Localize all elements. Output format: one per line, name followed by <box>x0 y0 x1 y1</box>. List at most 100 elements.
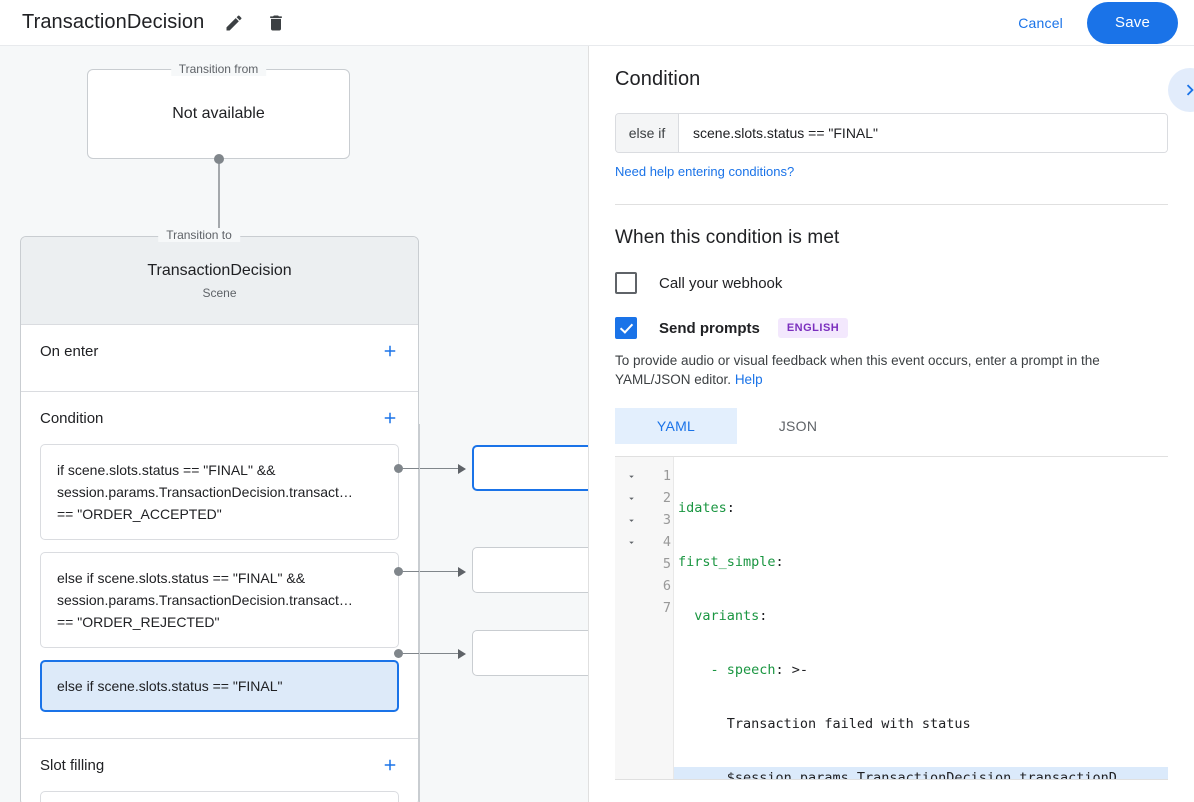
fold-toggle-icon[interactable] <box>615 509 648 531</box>
fold-toggle-icon[interactable] <box>615 487 648 509</box>
flow-canvas: Transition from Not available Transition… <box>0 46 588 802</box>
code-key: variants <box>694 608 760 624</box>
code-line-highlighted: $session.params.TransactionDecision.tran… <box>674 767 1168 779</box>
condition-input[interactable] <box>679 114 1167 152</box>
send-prompts-checkbox[interactable] <box>615 317 637 339</box>
connector-dot <box>394 649 403 658</box>
code-line: first_simple: <box>674 551 1168 573</box>
plus-icon[interactable] <box>378 753 402 777</box>
condition-list-item-selected[interactable]: else if scene.slots.status == "FINAL" <box>40 660 399 712</box>
code-line: Transaction failed with status <box>674 713 1168 735</box>
code-fold-gutter <box>615 457 648 779</box>
connector-line <box>403 468 460 469</box>
when-condition-met-section: When this condition is met Call your web… <box>589 205 1194 780</box>
fold-toggle-icon[interactable] <box>615 531 648 553</box>
yaml-code-editor[interactable]: 1 2 3 4 5 6 7 idates: first_simple: vari… <box>615 456 1168 780</box>
transition-target-box[interactable] <box>472 445 588 491</box>
section-header-slot-filling: Slot filling <box>21 739 418 791</box>
fold-toggle-icon[interactable] <box>615 465 648 487</box>
help-link[interactable]: Help <box>734 372 763 387</box>
code-key: idates <box>678 500 727 516</box>
section-condition: Condition if scene.slots.status == "FINA… <box>21 392 418 739</box>
call-webhook-label: Call your webhook <box>659 274 783 292</box>
line-number: 3 <box>662 512 671 528</box>
panel-condition-title: Condition <box>615 68 701 90</box>
condition-list-item[interactable]: else if scene.slots.status == "FINAL" &&… <box>40 552 399 648</box>
panel-divider <box>615 204 1168 205</box>
connector-line <box>403 571 460 572</box>
line-number: 5 <box>662 556 671 572</box>
transition-from-value: Not available <box>172 105 265 122</box>
tab-json[interactable]: JSON <box>737 408 859 444</box>
code-line: variants: <box>674 605 1168 627</box>
section-header-condition: Condition <box>21 392 418 444</box>
editor-format-tabs: YAML JSON <box>615 408 1168 444</box>
plus-icon[interactable] <box>378 406 402 430</box>
plus-icon[interactable] <box>378 339 402 363</box>
code-line: idates: <box>674 497 1168 519</box>
save-button[interactable]: Save <box>1087 1 1178 44</box>
webhook-row: Call your webhook <box>615 272 1168 294</box>
condition-help-link[interactable]: Need help entering conditions? <box>615 164 795 179</box>
page-title: TransactionDecision <box>22 11 205 33</box>
line-number: 4 <box>662 534 671 550</box>
code-punct: : >- <box>775 662 809 678</box>
section-slot-filling: Slot filling Slot validation <box>21 739 418 802</box>
code-punct: : <box>759 608 768 624</box>
send-prompts-row: Send prompts ENGLISH <box>615 317 1168 339</box>
scene-name: TransactionDecision <box>147 261 292 279</box>
connector-arrow-icon <box>458 649 466 659</box>
code-line-numbers: 1 2 3 4 5 6 7 <box>648 457 674 779</box>
section-on-enter: On enter <box>21 325 418 392</box>
prompt-description-text: To provide audio or visual feedback when… <box>615 353 1100 387</box>
code-punct: : <box>775 554 784 570</box>
code-text: $session.params.TransactionDecision.tran… <box>726 770 1117 779</box>
prompt-description: To provide audio or visual feedback when… <box>615 351 1168 389</box>
section-header-on-enter: On enter <box>21 325 418 377</box>
code-indent <box>678 770 727 779</box>
condition-input-row: else if <box>615 113 1168 153</box>
transition-from-legend: Transition from <box>170 62 267 76</box>
trash-icon[interactable] <box>262 9 290 37</box>
connector-dot <box>394 464 403 473</box>
scene-header[interactable]: TransactionDecision Scene <box>21 237 418 325</box>
section-title-slot-filling: Slot filling <box>40 756 105 774</box>
language-badge: ENGLISH <box>777 318 849 338</box>
chevron-right-icon[interactable] <box>1168 68 1194 112</box>
code-line: - speech: >- <box>674 659 1168 681</box>
code-indent <box>678 716 727 732</box>
section-title-on-enter: On enter <box>40 342 99 360</box>
scene-card: TransactionDecision Scene On enter Con <box>20 236 419 802</box>
code-indent <box>678 608 694 624</box>
when-condition-met-title: When this condition is met <box>615 227 840 248</box>
code-indent <box>678 662 711 678</box>
cancel-button[interactable]: Cancel <box>1004 7 1077 39</box>
slot-validation-item[interactable]: Slot validation <box>40 791 399 802</box>
condition-list-item[interactable]: if scene.slots.status == "FINAL" && sess… <box>40 444 399 540</box>
pencil-icon[interactable] <box>220 9 248 37</box>
code-key: first_simple <box>678 554 776 570</box>
top-app-bar: TransactionDecision Cancel Save <box>0 0 1194 46</box>
connector-line <box>403 653 460 654</box>
line-number: 1 <box>662 468 671 484</box>
code-punct: : <box>726 500 735 516</box>
code-text: Transaction failed with status <box>726 716 971 732</box>
connector-arrow-icon <box>458 567 466 577</box>
tab-yaml[interactable]: YAML <box>615 408 737 444</box>
connector-dot <box>394 567 403 576</box>
code-content[interactable]: idates: first_simple: variants: - speech… <box>674 457 1168 779</box>
transition-target-box[interactable] <box>472 547 588 593</box>
code-key: - speech <box>710 662 776 678</box>
call-webhook-checkbox[interactable] <box>615 272 637 294</box>
line-number: 2 <box>662 490 671 506</box>
panel-condition-section: Condition else if Need help entering con… <box>589 46 1194 205</box>
transition-to-legend: Transition to <box>158 228 240 242</box>
transition-from-box: Transition from Not available <box>87 62 350 159</box>
detail-panel: Condition else if Need help entering con… <box>588 46 1194 802</box>
scene-kind: Scene <box>202 285 237 300</box>
transition-target-box[interactable] <box>472 630 588 676</box>
connector-rail <box>419 424 420 802</box>
connector-arrow-icon <box>458 464 466 474</box>
condition-prefix-label: else if <box>616 114 679 152</box>
